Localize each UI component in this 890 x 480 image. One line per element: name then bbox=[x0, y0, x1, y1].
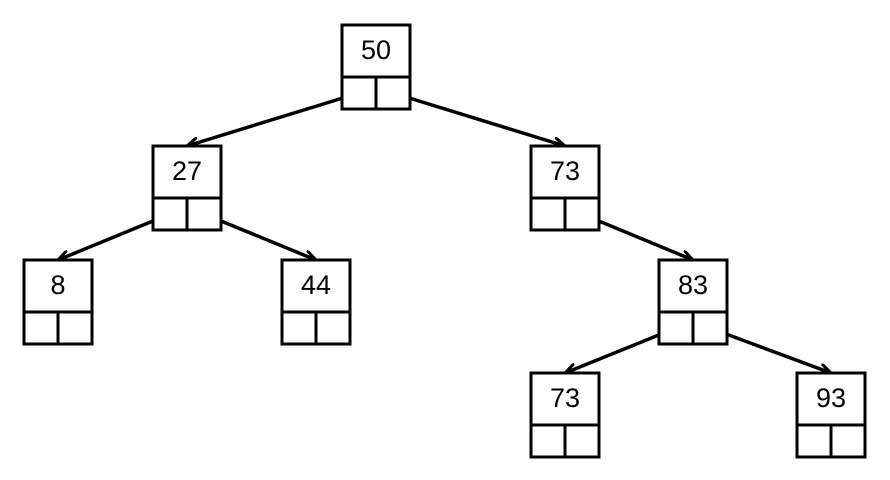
node-value-label: 8 bbox=[50, 270, 65, 300]
tree-node-73: 73 bbox=[529, 371, 601, 459]
nodes-layer: 50 27 73 8 44 83 73 93 bbox=[22, 23, 867, 459]
node-value-label: 44 bbox=[301, 270, 331, 300]
tree-node-83: 83 bbox=[657, 258, 729, 346]
edge-arrow-right bbox=[203, 212, 316, 260]
tree-node-93: 93 bbox=[795, 371, 867, 459]
edge-arrow-right bbox=[392, 91, 565, 146]
tree-node-8: 8 bbox=[22, 258, 94, 346]
node-value-label: 50 bbox=[361, 35, 391, 65]
node-value-label: 83 bbox=[678, 270, 708, 300]
edge-arrow-right bbox=[709, 326, 831, 373]
node-value-label: 73 bbox=[550, 383, 580, 413]
edge-arrow-left bbox=[58, 212, 171, 260]
node-value-label: 73 bbox=[550, 156, 580, 186]
node-value-label: 27 bbox=[172, 156, 202, 186]
tree-node-73: 73 bbox=[529, 144, 601, 232]
tree-node-44: 44 bbox=[280, 258, 352, 346]
tree-node-50: 50 bbox=[340, 23, 412, 111]
tree-node-27: 27 bbox=[151, 144, 223, 232]
edge-arrow-left bbox=[187, 91, 360, 146]
node-value-label: 93 bbox=[816, 383, 846, 413]
